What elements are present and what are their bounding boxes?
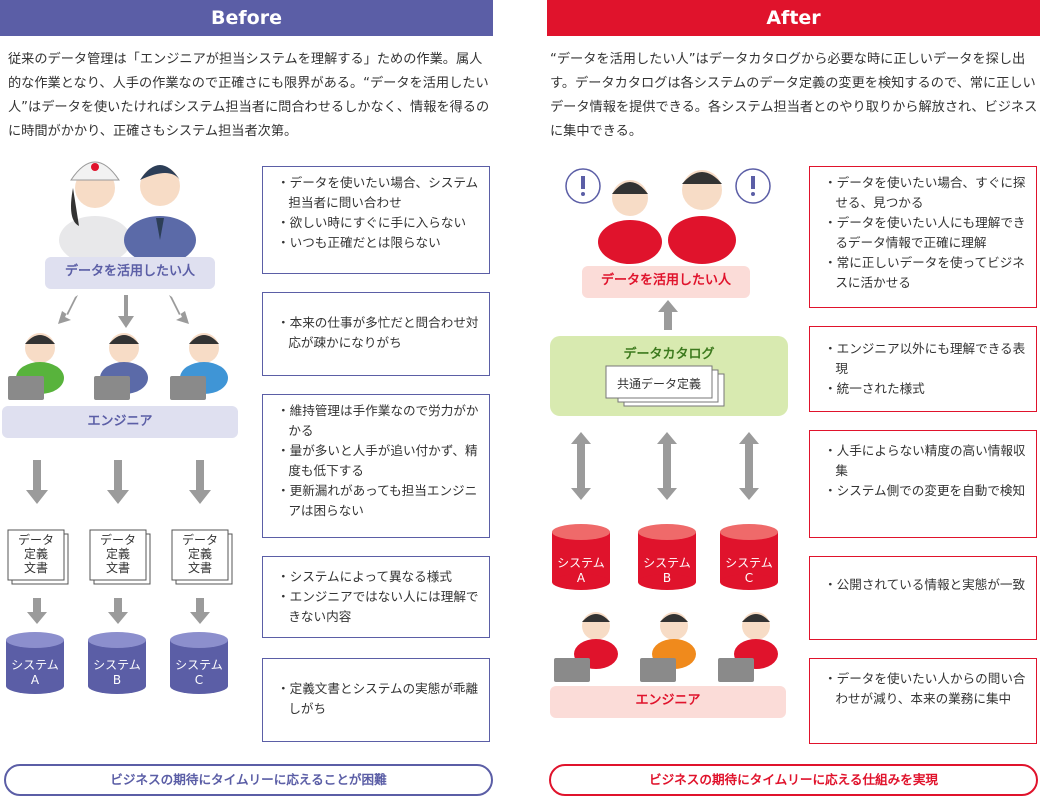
- system-line: B: [112, 673, 122, 687]
- catalog-title: データカタログ: [623, 347, 715, 362]
- document-stack-icon: [605, 365, 725, 407]
- arrow-icon: [27, 598, 210, 624]
- callout-item: 定義文書とシステムの実態が乖離しがち: [277, 679, 479, 719]
- before-intro: 従来のデータ管理は「エンジニアが担当システムを理解する」ための作業。属人的な作業…: [8, 52, 490, 139]
- after-header: After: [547, 0, 1040, 36]
- before-callout-1: データを使いたい場合、システム担当者に問い合わせ欲しい時にすぐに手に入らないいつ…: [262, 166, 490, 274]
- before-callout-3: 維持管理は手作業なので労力がかかる量が多いと人手が追い付かず、精度も低下する更新…: [262, 394, 490, 538]
- document-line: 定義: [105, 547, 130, 561]
- exclamation-bubble-icon: [565, 168, 771, 204]
- before-callout-5: 定義文書とシステムの実態が乖離しがち: [262, 658, 490, 742]
- document-label: データ 定義 文書: [174, 533, 226, 575]
- worker-person-icon: [59, 161, 131, 264]
- system-label: システム B: [638, 556, 696, 586]
- system-line: システム: [557, 556, 605, 570]
- after-callout-1: データを使いたい場合、すぐに探せる、見つかるデータを使いたい人にも理解できるデー…: [809, 166, 1037, 308]
- document-line: 文書: [105, 561, 130, 575]
- before-header: Before: [0, 0, 493, 36]
- double-arrow-icon: [571, 432, 759, 500]
- database-icon: [552, 524, 778, 590]
- user-person-icon: [668, 170, 736, 264]
- system-label: システム C: [170, 658, 228, 688]
- callout-item: 欲しい時にすぐに手に入らない: [277, 213, 479, 233]
- callout-item: 維持管理は手作業なので労力がかかる: [277, 401, 479, 441]
- callout-item: システムによって異なる様式: [277, 567, 479, 587]
- document-line: 文書: [187, 561, 212, 575]
- system-line: システム: [175, 658, 223, 672]
- before-bottom-bar: ビジネスの期待にタイムリーに応えることが困難: [4, 764, 493, 796]
- callout-item: データを使いたい人からの問い合わせが減り、本来の業務に集中: [824, 669, 1026, 709]
- document-line: データ: [99, 533, 136, 547]
- after-engineers-label: エンジニア: [635, 693, 701, 708]
- document-line: 定義: [23, 547, 48, 561]
- system-line: B: [662, 571, 672, 585]
- callout-item: 人手によらない精度の高い情報収集: [824, 441, 1026, 481]
- callout-item: システム側での変更を自動で検知: [824, 481, 1026, 501]
- document-label: データ 定義 文書: [92, 533, 144, 575]
- system-line: A: [30, 673, 40, 687]
- laptop-icon: [554, 658, 754, 682]
- before-users-label: データを活用したい人: [64, 264, 195, 279]
- before-callout-4: システムによって異なる様式エンジニアではない人には理解できない内容: [262, 556, 490, 638]
- engineer-person-icon: [734, 612, 778, 669]
- document-icon: [7, 529, 233, 585]
- system-line: C: [744, 571, 754, 585]
- after-callout-2: エンジニア以外にも理解できる表現統一された様式: [809, 326, 1037, 412]
- catalog-doc-label: 共通データ定義: [616, 377, 701, 391]
- callout-item: 更新漏れがあっても担当エンジニアは困らない: [277, 481, 479, 521]
- system-label: システム A: [6, 658, 64, 688]
- arrow-icon: [658, 300, 678, 330]
- system-line: システム: [725, 556, 773, 570]
- document-line: 文書: [23, 561, 48, 575]
- user-person-icon: [598, 180, 662, 264]
- callout-item: いつも正確だとは限らない: [277, 233, 479, 253]
- system-label: システム B: [88, 658, 146, 688]
- callout-item: エンジニアではない人には理解できない内容: [277, 587, 479, 627]
- callout-item: データを使いたい場合、システム担当者に問い合わせ: [277, 173, 479, 213]
- system-line: システム: [11, 658, 59, 672]
- callout-item: データを使いたい人にも理解できるデータ情報で正確に理解: [824, 213, 1026, 253]
- after-intro: “データを活用したい人”はデータカタログから必要な時に正しいデータを探し出す。デ…: [550, 52, 1038, 139]
- callout-item: エンジニア以外にも理解できる表現: [824, 339, 1026, 379]
- callout-item: 公開されている情報と実態が一致: [824, 575, 1026, 595]
- system-line: システム: [643, 556, 691, 570]
- system-line: A: [576, 571, 586, 585]
- office-person-icon: [124, 165, 196, 264]
- arrow-icon: [58, 295, 189, 328]
- document-line: データ: [17, 533, 54, 547]
- document-line: データ: [181, 533, 218, 547]
- after-callout-5: データを使いたい人からの問い合わせが減り、本来の業務に集中: [809, 658, 1037, 744]
- database-icon: [6, 632, 228, 694]
- after-users-label: データを活用したい人: [600, 273, 731, 288]
- after-diagram: [550, 168, 788, 718]
- after-callout-3: 人手によらない精度の高い情報収集システム側での変更を自動で検知: [809, 430, 1037, 538]
- document-label: データ 定義 文書: [10, 533, 62, 575]
- system-line: システム: [93, 658, 141, 672]
- document-line: 定義: [187, 547, 212, 561]
- before-engineers-label: エンジニア: [87, 414, 153, 429]
- system-line: C: [194, 673, 204, 687]
- after-bottom-bar: ビジネスの期待にタイムリーに応える仕組みを実現: [549, 764, 1038, 796]
- before-callout-2: 本来の仕事が多忙だと問合わせ対応が疎かになりがち: [262, 292, 490, 376]
- callout-item: 常に正しいデータを使ってビジネスに活かせる: [824, 253, 1026, 293]
- callout-item: 量が多いと人手が追い付かず、精度も低下する: [277, 441, 479, 481]
- laptop-icon: [8, 376, 206, 400]
- system-label: システム A: [552, 556, 610, 586]
- system-label: システム C: [720, 556, 778, 586]
- callout-item: 本来の仕事が多忙だと問合わせ対応が疎かになりがち: [277, 313, 479, 353]
- arrow-icon: [26, 460, 211, 504]
- callout-item: 統一された様式: [824, 379, 1026, 399]
- after-callout-4: 公開されている情報と実態が一致: [809, 556, 1037, 640]
- before-diagram: [2, 161, 238, 694]
- callout-item: データを使いたい場合、すぐに探せる、見つかる: [824, 173, 1026, 213]
